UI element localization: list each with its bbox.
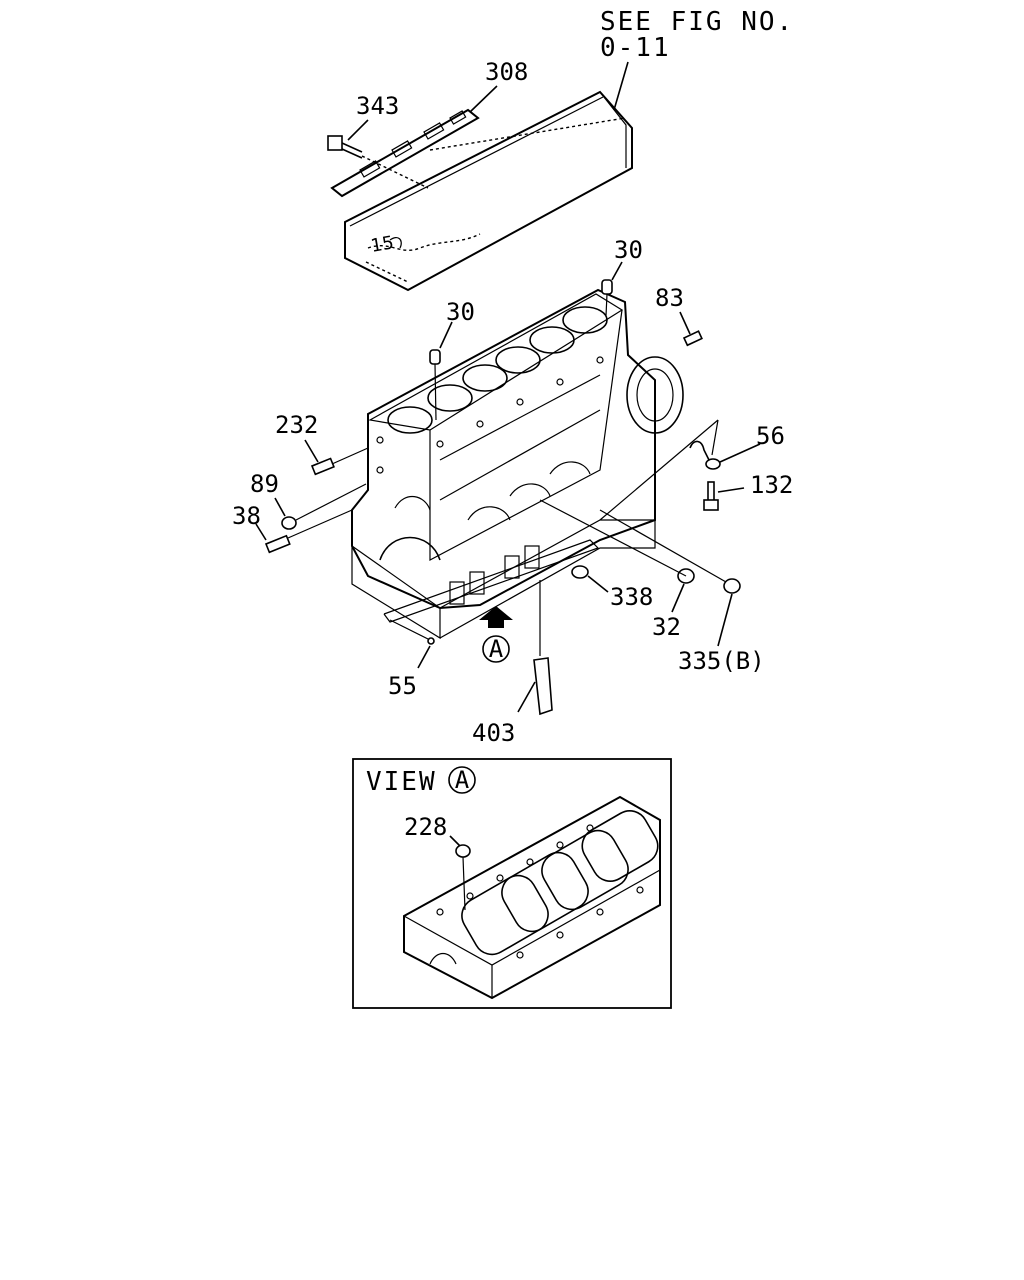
callout-338: 338	[610, 583, 653, 611]
pin-83	[679, 311, 703, 347]
svg-text:15: 15	[369, 232, 395, 257]
leader-308	[469, 85, 498, 113]
reference-leader	[613, 61, 629, 111]
reference-line-1: SEE FIG NO.	[600, 7, 794, 37]
callout-32: 32	[652, 613, 681, 641]
plug-32	[539, 499, 695, 613]
dowel-30-right	[601, 261, 623, 317]
callout-228: 228	[404, 813, 447, 841]
callout-30-right: 30	[614, 236, 643, 264]
callout-232: 232	[275, 411, 318, 439]
view-a-marker-letter: A	[489, 635, 504, 663]
stud-232	[304, 439, 369, 476]
head-cover: 15	[344, 90, 633, 292]
bolt-132	[703, 481, 745, 511]
rail-308	[330, 108, 480, 198]
leader-343	[347, 119, 369, 141]
view-a-title-circle	[448, 766, 476, 794]
view-a-title: VIEW	[366, 767, 437, 797]
callout-56: 56	[756, 422, 785, 450]
callout-132: 132	[750, 471, 793, 499]
part-55	[383, 539, 600, 669]
bolt-335b	[599, 509, 741, 647]
oil-jet-56	[599, 419, 761, 521]
view-a-marker-circle	[482, 635, 510, 663]
oil-pipe-403	[517, 580, 553, 716]
dowel-30-left	[429, 321, 453, 421]
callout-83: 83	[655, 284, 684, 312]
callout-55: 55	[388, 672, 417, 700]
callout-343: 343	[356, 92, 399, 120]
reference-line-2: 0-11	[600, 33, 671, 63]
callout-38: 38	[232, 502, 261, 530]
view-a-box: VIEW A 228	[352, 758, 672, 1009]
view-a-arrow	[479, 606, 513, 628]
callout-89: 89	[250, 470, 279, 498]
pin-38	[255, 509, 353, 554]
callout-335b: 335(B)	[678, 647, 765, 675]
view-a-title-letter: A	[455, 766, 470, 794]
callout-308: 308	[485, 58, 528, 86]
plug-89	[274, 483, 367, 530]
callout-30-left: 30	[446, 298, 475, 326]
plug-338	[571, 565, 609, 593]
callout-403: 403	[472, 719, 515, 747]
bolt-343	[327, 135, 429, 189]
